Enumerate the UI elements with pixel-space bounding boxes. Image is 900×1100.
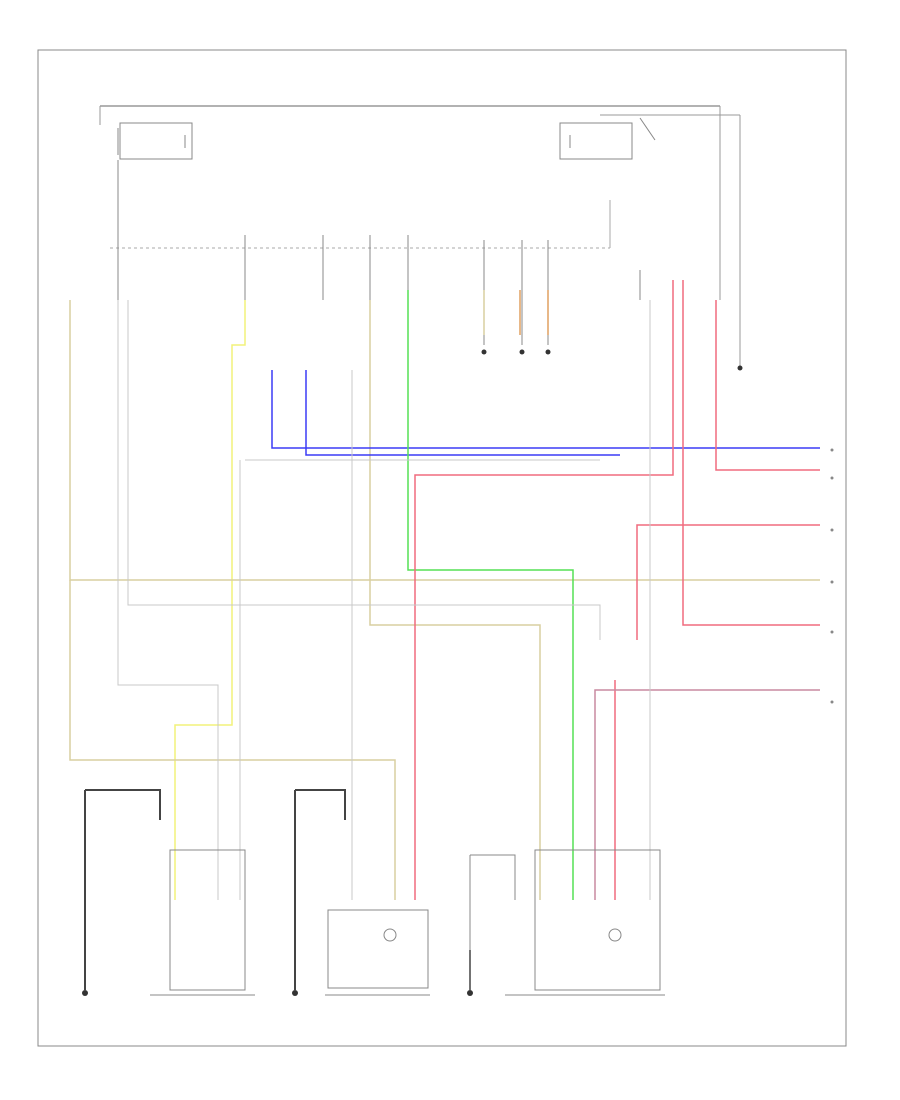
right-relay-switch xyxy=(639,117,656,141)
green-wire xyxy=(407,290,574,900)
diagram-frame xyxy=(37,49,847,1047)
gray-wires xyxy=(117,300,651,900)
splice-points xyxy=(481,349,743,371)
yellow-wires xyxy=(69,290,820,900)
top-right-relay xyxy=(559,122,633,160)
top-left-relay xyxy=(119,122,193,160)
connector-pins-top-row xyxy=(117,160,641,345)
blue-wires xyxy=(271,370,820,456)
ground-left xyxy=(82,950,88,996)
ground-center xyxy=(292,950,298,996)
left-rear-door-lock-actuator xyxy=(84,789,255,996)
rear-liftgate-lock-actuator xyxy=(469,849,665,996)
right-rear-door-lock-actuator xyxy=(294,789,430,996)
pink-wire xyxy=(594,689,820,900)
ground-right xyxy=(467,950,473,996)
red-wires xyxy=(414,280,820,900)
right-edge-terminals xyxy=(830,448,834,704)
